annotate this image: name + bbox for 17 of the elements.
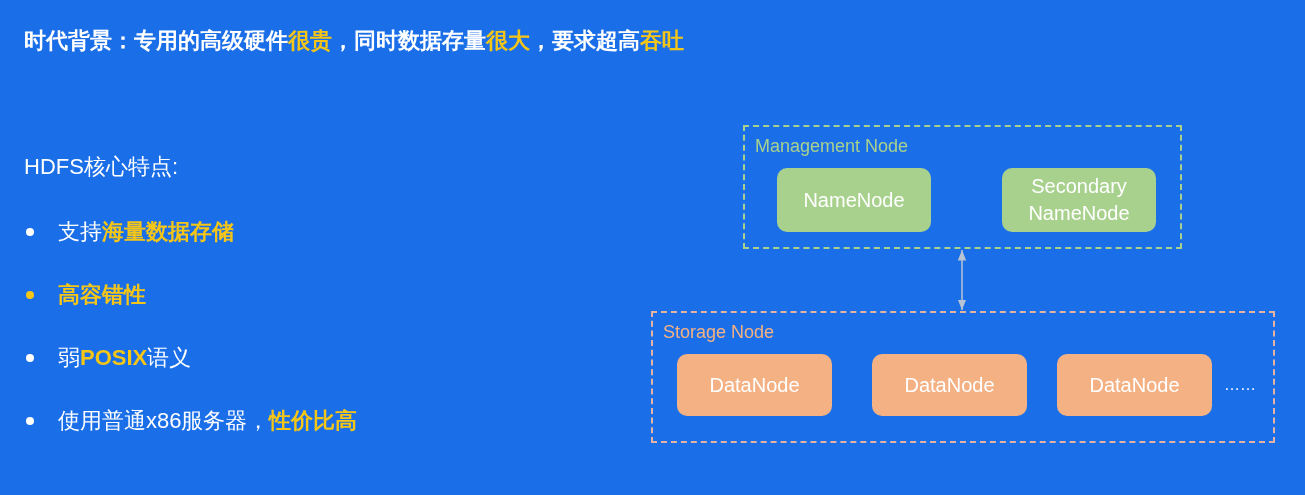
process-box: NameNode <box>777 168 931 232</box>
process-box: DataNode <box>677 354 832 416</box>
bullet-text: 支持海量数据存储 <box>58 218 234 246</box>
process-box: DataNode <box>872 354 1027 416</box>
bullet-text: 使用普通x86服务器，性价比高 <box>58 407 358 435</box>
process-box: DataNode <box>1057 354 1212 416</box>
group-title: Management Node <box>755 135 909 158</box>
ellipsis: …… <box>1224 375 1256 395</box>
group-frame <box>651 311 1275 443</box>
heading: HDFS核心特点: <box>24 153 178 181</box>
bullet-text: 弱POSIX语义 <box>58 344 192 372</box>
bullet-text: 高容错性 <box>58 281 146 309</box>
group-title: Storage Node <box>663 321 775 344</box>
group-frame <box>743 125 1182 249</box>
double-arrow <box>957 249 967 311</box>
title: 时代背景：专用的高级硬件很贵，同时数据存量很大，要求超高吞吐 <box>24 27 684 55</box>
process-box: Secondary NameNode <box>1002 168 1156 232</box>
